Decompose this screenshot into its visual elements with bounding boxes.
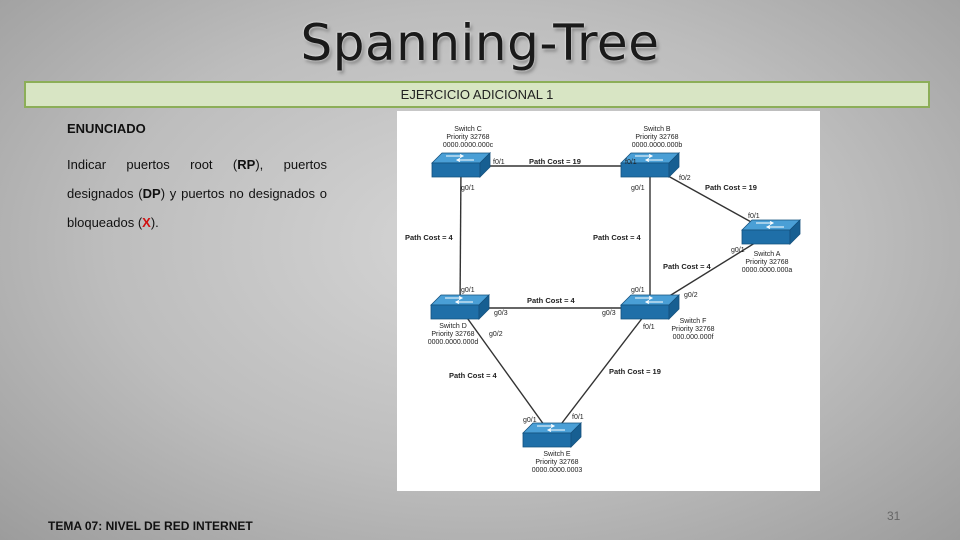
switch-side-face: [668, 294, 680, 320]
switch-D-mac: 0000.0000.000d: [428, 339, 479, 346]
switch-arrows-icon: [445, 296, 473, 304]
blank-block: [715, 448, 820, 491]
port-B-BF: g0/1: [631, 185, 645, 192]
statement-text-2: ), puertos designados (: [67, 157, 327, 201]
port-B-BA: f0/2: [679, 175, 691, 182]
x-term: X: [142, 215, 151, 230]
switch-D-name: Switch D: [439, 323, 467, 330]
switch-F-mac: 000.000.000f: [673, 334, 714, 341]
switch-F-name: Switch F: [680, 318, 707, 325]
switch-A-priority: Priority 32768: [745, 259, 788, 266]
path-cost-DF: Path Cost = 4: [527, 296, 576, 305]
page-number: 31: [887, 509, 901, 523]
section-heading: ENUNCIADO: [67, 121, 146, 136]
path-cost-CB: Path Cost = 19: [529, 157, 581, 166]
slide-title: Spanning-Tree: [300, 14, 660, 72]
path-cost-BF: Path Cost = 4: [593, 233, 642, 242]
switch-arrows-icon: [537, 424, 565, 432]
statement-text-3: ) y puertos no designados o bloqueados (: [67, 186, 327, 230]
blank-block: [521, 199, 578, 254]
port-D-DE: g0/2: [489, 331, 503, 338]
switch-B-name: Switch B: [643, 126, 671, 133]
switch-arrows-icon: [635, 154, 663, 162]
path-cost-CD: Path Cost = 4: [405, 233, 454, 242]
switch-side-face: [789, 219, 801, 245]
path-cost-DE: Path Cost = 4: [449, 371, 498, 380]
dp-term: DP: [142, 186, 161, 201]
rp-term: RP: [237, 157, 256, 172]
footer-topic: TEMA 07: NIVEL DE RED INTERNET: [48, 519, 253, 533]
exercise-banner: EJERCICIO ADICIONAL 1: [24, 81, 930, 108]
path-cost-AF: Path Cost = 4: [663, 262, 712, 271]
switch-D-icon: [430, 294, 490, 320]
switch-arrows-icon: [635, 296, 663, 304]
switch-D-priority: Priority 32768: [431, 331, 474, 338]
switch-E-priority: Priority 32768: [535, 459, 578, 466]
exercise-statement: Indicar puertos root (RP), puertos desig…: [67, 150, 327, 237]
port-D-DF: g0/3: [494, 310, 508, 317]
port-B-CB: f0/1: [625, 159, 637, 166]
switch-F-icon: [620, 294, 680, 320]
port-A-AF: g0/1: [731, 247, 745, 254]
switch-A-name: Switch A: [754, 251, 781, 258]
switch-E-name: Switch E: [543, 451, 571, 458]
switch-E-mac: 0000.0000.0003: [532, 467, 583, 474]
switch-side-face: [478, 294, 490, 320]
link-FE: [551, 307, 651, 437]
port-E-FE: f0/1: [572, 414, 584, 421]
switch-B-priority: Priority 32768: [635, 134, 678, 141]
switch-C-mac: 0000.0000.000c: [443, 142, 494, 149]
link-CD: [459, 165, 462, 309]
switch-E-icon: [522, 422, 582, 448]
switch-F-priority: Priority 32768: [671, 326, 714, 333]
switch-A-icon: [741, 219, 801, 245]
port-C-CD: g0/1: [461, 185, 475, 192]
switch-B-mac: 0000.0000.000b: [632, 142, 683, 149]
statement-text-1: Indicar puertos root (: [67, 157, 238, 172]
statement-text-4: ).: [150, 215, 159, 230]
path-cost-FE: Path Cost = 19: [609, 367, 661, 376]
port-C-CB: f0/1: [493, 159, 505, 166]
switch-C-icon: [431, 152, 491, 178]
switch-front-face: [522, 432, 572, 448]
switch-side-face: [570, 422, 582, 448]
port-F-AF: g0/2: [684, 292, 698, 299]
switch-side-face: [668, 152, 680, 178]
port-E-DE: g0/1: [523, 417, 537, 424]
switch-front-face: [620, 304, 670, 320]
port-A-BA: f0/1: [748, 213, 760, 220]
switch-arrows-icon: [756, 221, 784, 229]
switch-C-name: Switch C: [454, 126, 482, 133]
switch-front-face: [430, 304, 480, 320]
switch-C-priority: Priority 32768: [446, 134, 489, 141]
port-D-CD: g0/1: [461, 287, 475, 294]
switch-side-face: [479, 152, 491, 178]
port-F-DF: g0/3: [602, 310, 616, 317]
switch-front-face: [741, 229, 791, 245]
switch-front-face: [431, 162, 481, 178]
switch-arrows-icon: [446, 154, 474, 162]
port-F-BF: g0/1: [631, 287, 645, 294]
switch-B-icon: [620, 152, 680, 178]
switch-A-mac: 0000.0000.000a: [742, 267, 793, 274]
port-F-FE: f0/1: [643, 324, 655, 331]
link-DE: [459, 307, 553, 437]
path-cost-BA: Path Cost = 19: [705, 183, 757, 192]
